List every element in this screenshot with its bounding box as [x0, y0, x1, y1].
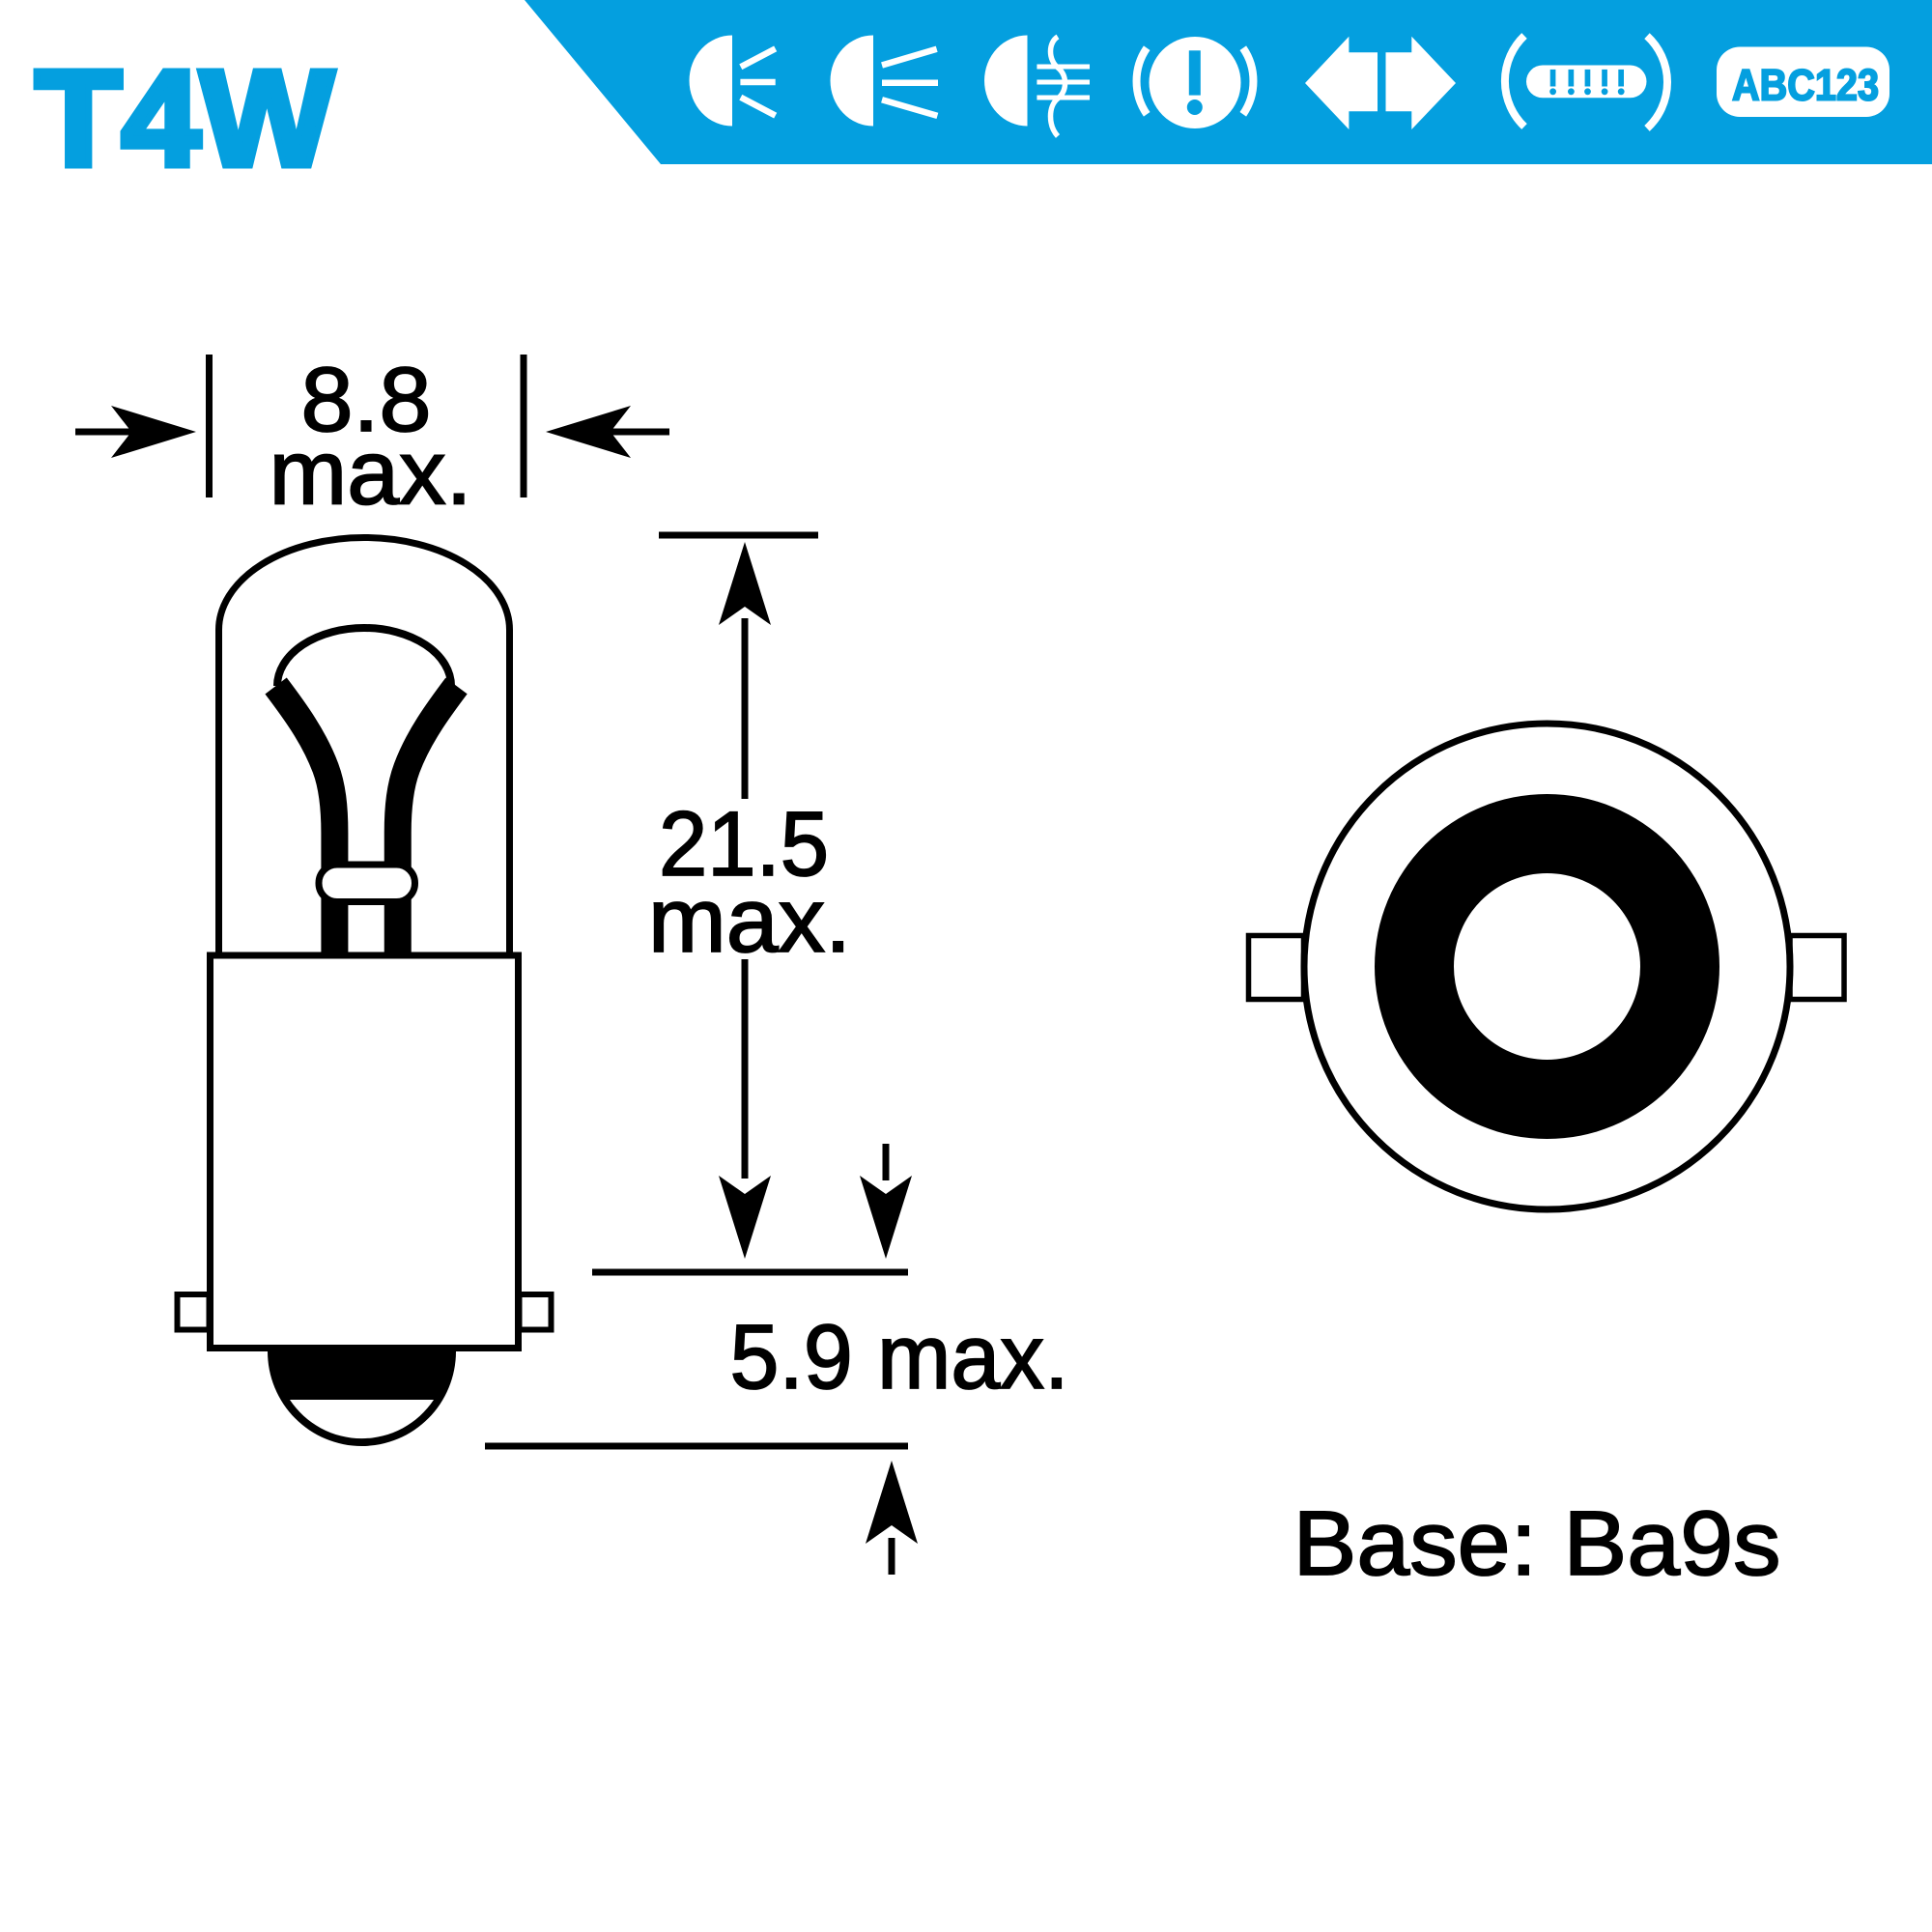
- svg-text:max.: max.: [270, 422, 472, 525]
- svg-text:8.8: 8.8: [301, 349, 432, 451]
- svg-text:ABC123: ABC123: [1732, 61, 1879, 110]
- svg-text:5.9 max.: 5.9 max.: [730, 1306, 1069, 1408]
- svg-text:Base: Ba9s: Base: Ba9s: [1293, 1492, 1781, 1595]
- svg-text:max.: max.: [648, 869, 851, 972]
- svg-text:21.5: 21.5: [659, 793, 829, 895]
- svg-text:T4W: T4W: [36, 42, 334, 194]
